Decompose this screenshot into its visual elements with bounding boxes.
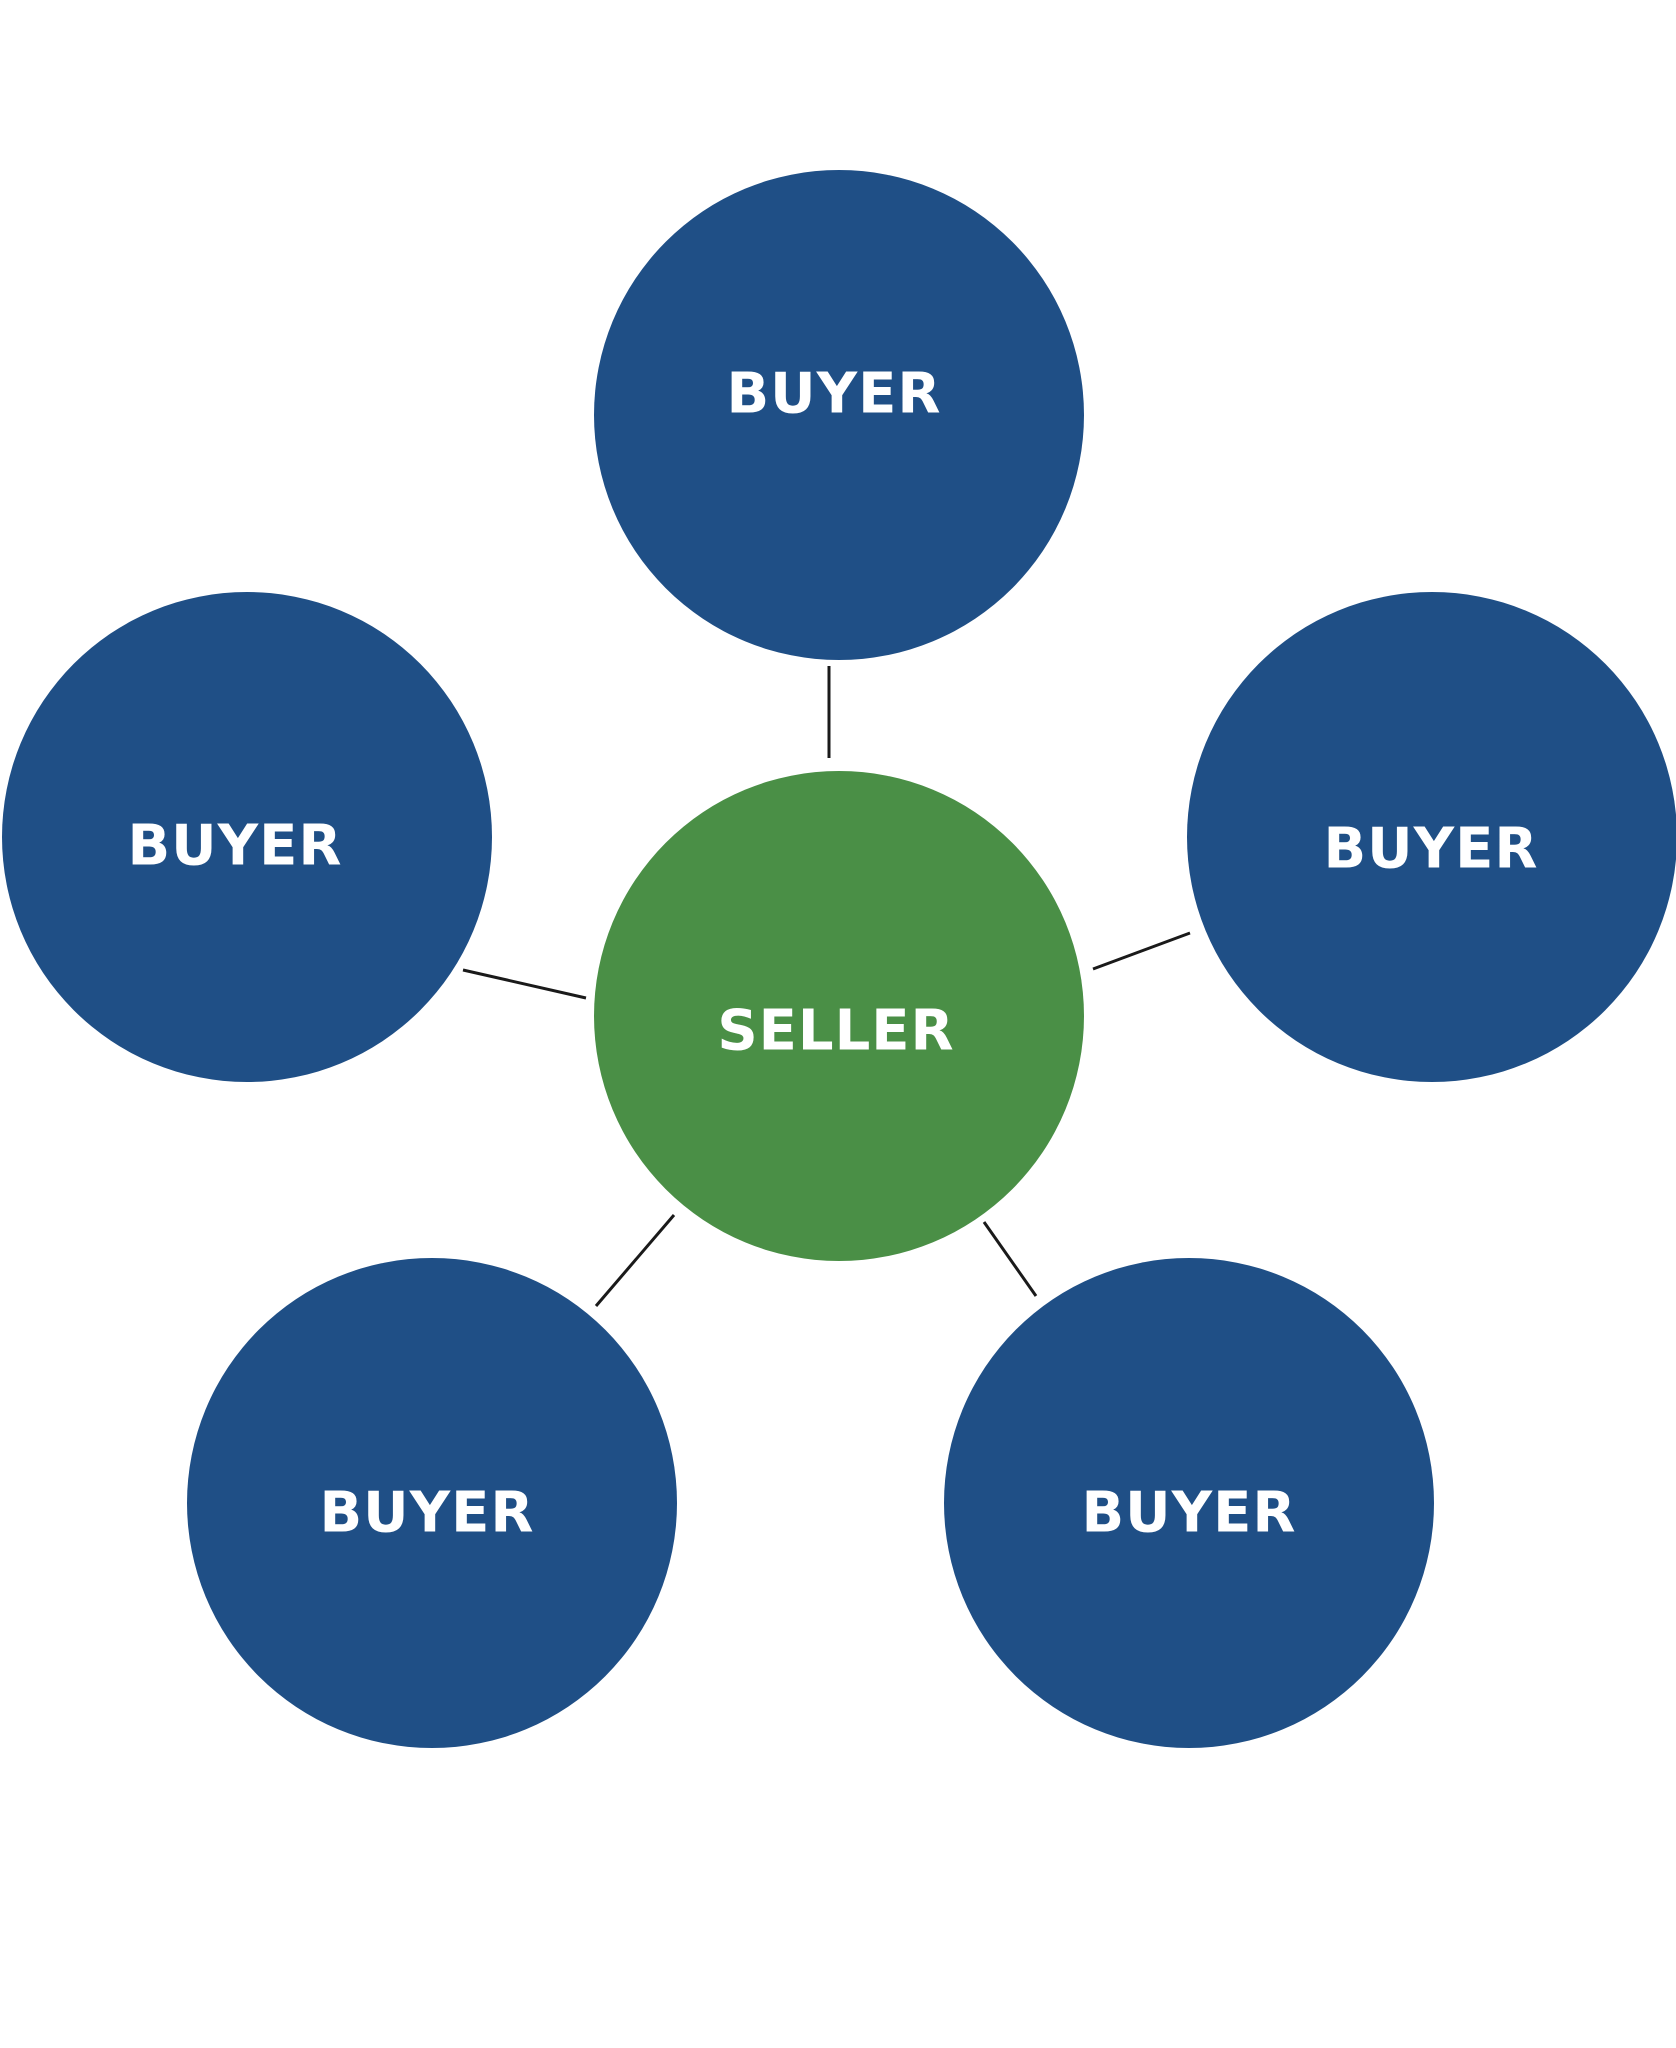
- buyer-circle: [944, 1258, 1434, 1748]
- buyer-label: BUYER: [1323, 817, 1538, 882]
- buyer-node-bottom-left: BUYER: [187, 1258, 677, 1748]
- buyer-node-top: BUYER: [594, 170, 1084, 660]
- buyer-label: BUYER: [1081, 1481, 1296, 1546]
- buyer-label: BUYER: [319, 1481, 534, 1546]
- buyer-label: BUYER: [127, 814, 342, 879]
- buyer-label: BUYER: [726, 362, 941, 427]
- connector-left-buyer: [462, 968, 587, 1000]
- seller-node: SELLER: [594, 771, 1084, 1261]
- seller-circle: [594, 771, 1084, 1261]
- connector-bottom-left-buyer: [594, 1214, 676, 1307]
- connector-bottom-right-buyer: [982, 1221, 1038, 1297]
- buyer-circle: [2, 592, 492, 1082]
- buyer-node-right: BUYER: [1187, 592, 1676, 1082]
- buyer-node-left: BUYER: [2, 592, 492, 1082]
- buyer-circle: [594, 170, 1084, 660]
- seller-label: SELLER: [717, 999, 954, 1064]
- buyer-circle: [1187, 592, 1676, 1082]
- buyer-circle: [187, 1258, 677, 1748]
- buyer-node-bottom-right: BUYER: [944, 1258, 1434, 1748]
- connector-right-buyer: [1092, 931, 1191, 971]
